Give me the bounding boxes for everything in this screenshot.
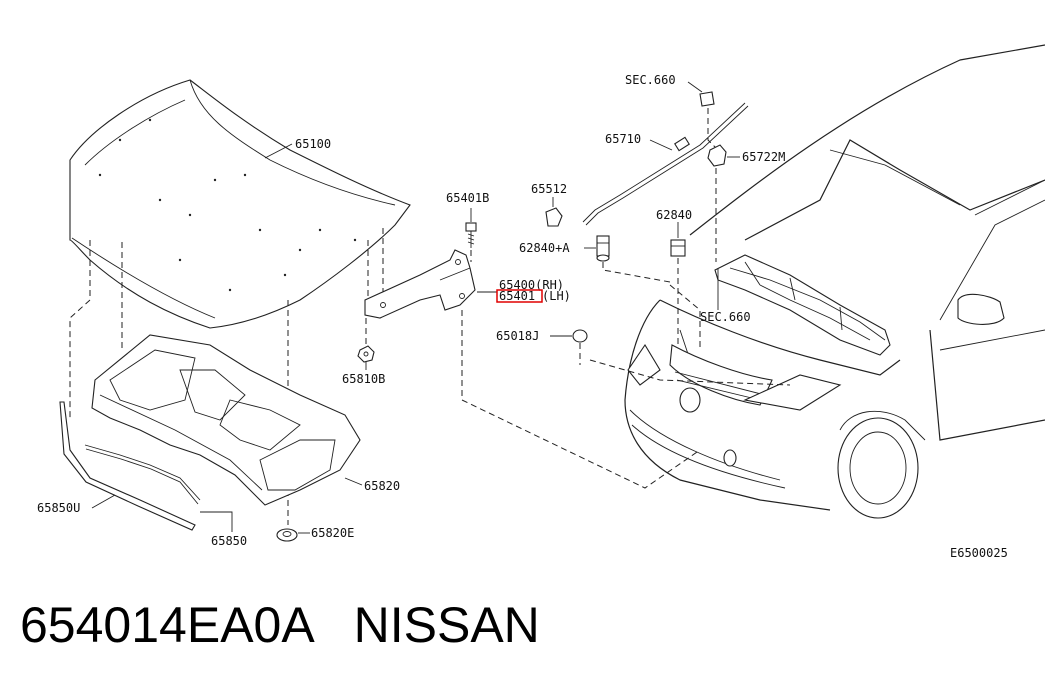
catch-62840 <box>670 239 686 257</box>
hood-hinge <box>364 249 476 319</box>
nut-65810b <box>357 345 375 363</box>
bolt-65401b <box>465 222 477 248</box>
highlight-65401 <box>496 289 543 303</box>
label-65401b: 65401B <box>446 191 489 205</box>
label-62840: 62840 <box>656 208 692 222</box>
vehicle-body <box>624 44 1045 519</box>
hood-panel <box>69 79 411 329</box>
label-65100: 65100 <box>295 137 331 151</box>
label-65400: 65400(RH) <box>499 278 564 292</box>
bumper-65018j <box>572 329 588 343</box>
figure-id: E6500025 <box>950 546 1008 560</box>
label-65850u: 65850U <box>37 501 80 515</box>
part-caption: 654014EA0A NISSAN <box>20 597 540 653</box>
hood-insulator <box>91 334 361 506</box>
lock-62840a <box>596 235 610 262</box>
stay-holder-65722m <box>707 144 727 167</box>
stay-clip-top <box>699 91 715 107</box>
label-62840a: 62840+A <box>519 241 570 255</box>
label-sec660-car: SEC.660 <box>700 310 751 324</box>
hood-rivets <box>98 118 357 292</box>
label-65850: 65850 <box>211 534 247 548</box>
label-65722m: 65722M <box>742 150 785 164</box>
label-65810b: 65810B <box>342 372 385 386</box>
grommet-65512 <box>545 207 563 227</box>
label-65401-code: 65401 <box>499 289 535 303</box>
label-65401-side: (LH) <box>542 289 571 303</box>
label-65820e: 65820E <box>311 526 354 540</box>
label-sec660-top: SEC.660 <box>625 73 676 87</box>
label-65512: 65512 <box>531 182 567 196</box>
hood-seal <box>59 401 201 531</box>
label-65820: 65820 <box>364 479 400 493</box>
label-65710: 65710 <box>605 132 641 146</box>
clip-65820e <box>276 528 298 542</box>
label-65018j: 65018J <box>496 329 539 343</box>
